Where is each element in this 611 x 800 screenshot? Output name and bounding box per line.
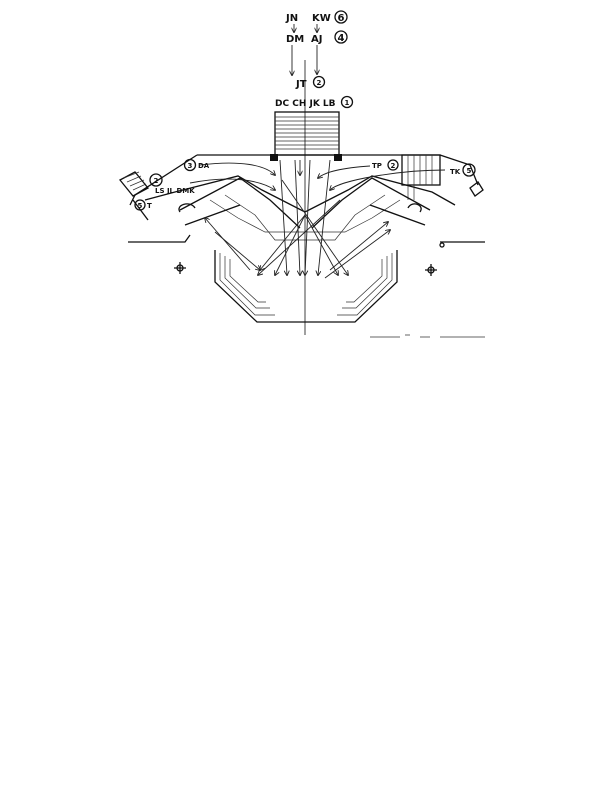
label-t: T xyxy=(147,202,152,210)
label-tk: TK xyxy=(450,168,461,176)
floor-marker xyxy=(439,242,445,248)
left-floor-line xyxy=(128,234,191,243)
left-staircase xyxy=(118,171,150,221)
cue-circle-4: 4 xyxy=(334,30,348,44)
label-da: DA xyxy=(198,162,210,170)
cue-circle-5-left: 5 xyxy=(134,199,146,211)
label-kw: KW xyxy=(312,13,331,24)
crosshair-left-icon xyxy=(174,262,186,274)
label-dm: DM xyxy=(286,34,304,45)
svg-text:4: 4 xyxy=(338,33,345,44)
label-left-group: LS JL DMK xyxy=(155,187,195,195)
right-platform-edge xyxy=(439,154,479,186)
cue-circle-3: 3 xyxy=(183,158,197,172)
pillar-right xyxy=(334,154,342,161)
cue-circle-6: 6 xyxy=(334,10,348,24)
movement-arrows xyxy=(189,159,446,279)
cue-circle-2: 2 xyxy=(312,75,326,89)
label-jn: JN xyxy=(285,13,298,24)
svg-text:3: 3 xyxy=(188,162,193,170)
stage-walls xyxy=(144,175,456,241)
svg-text:1: 1 xyxy=(345,99,350,107)
label-aj: AJ xyxy=(311,34,322,45)
svg-text:5: 5 xyxy=(138,202,143,210)
svg-text:2: 2 xyxy=(154,177,159,185)
right-staircase xyxy=(401,154,484,200)
center-staircase xyxy=(274,111,340,156)
svg-text:2: 2 xyxy=(391,162,396,170)
bottom-dashes xyxy=(370,334,485,338)
thrust-stage xyxy=(214,250,398,323)
cue-circle-1: 1 xyxy=(340,95,354,109)
crosshair-right-icon xyxy=(425,264,437,276)
pillar-left xyxy=(270,154,278,161)
svg-text:2: 2 xyxy=(317,79,322,87)
cue-circle-2-right: 2 xyxy=(387,159,399,171)
label-jt: JT xyxy=(295,79,307,90)
cue-circle-5-right: 5 xyxy=(462,163,476,177)
svg-text:6: 6 xyxy=(338,13,345,24)
label-tp: TP xyxy=(372,162,382,170)
svg-text:5: 5 xyxy=(467,167,472,175)
cue-circle-2-left: 2 xyxy=(149,173,163,187)
